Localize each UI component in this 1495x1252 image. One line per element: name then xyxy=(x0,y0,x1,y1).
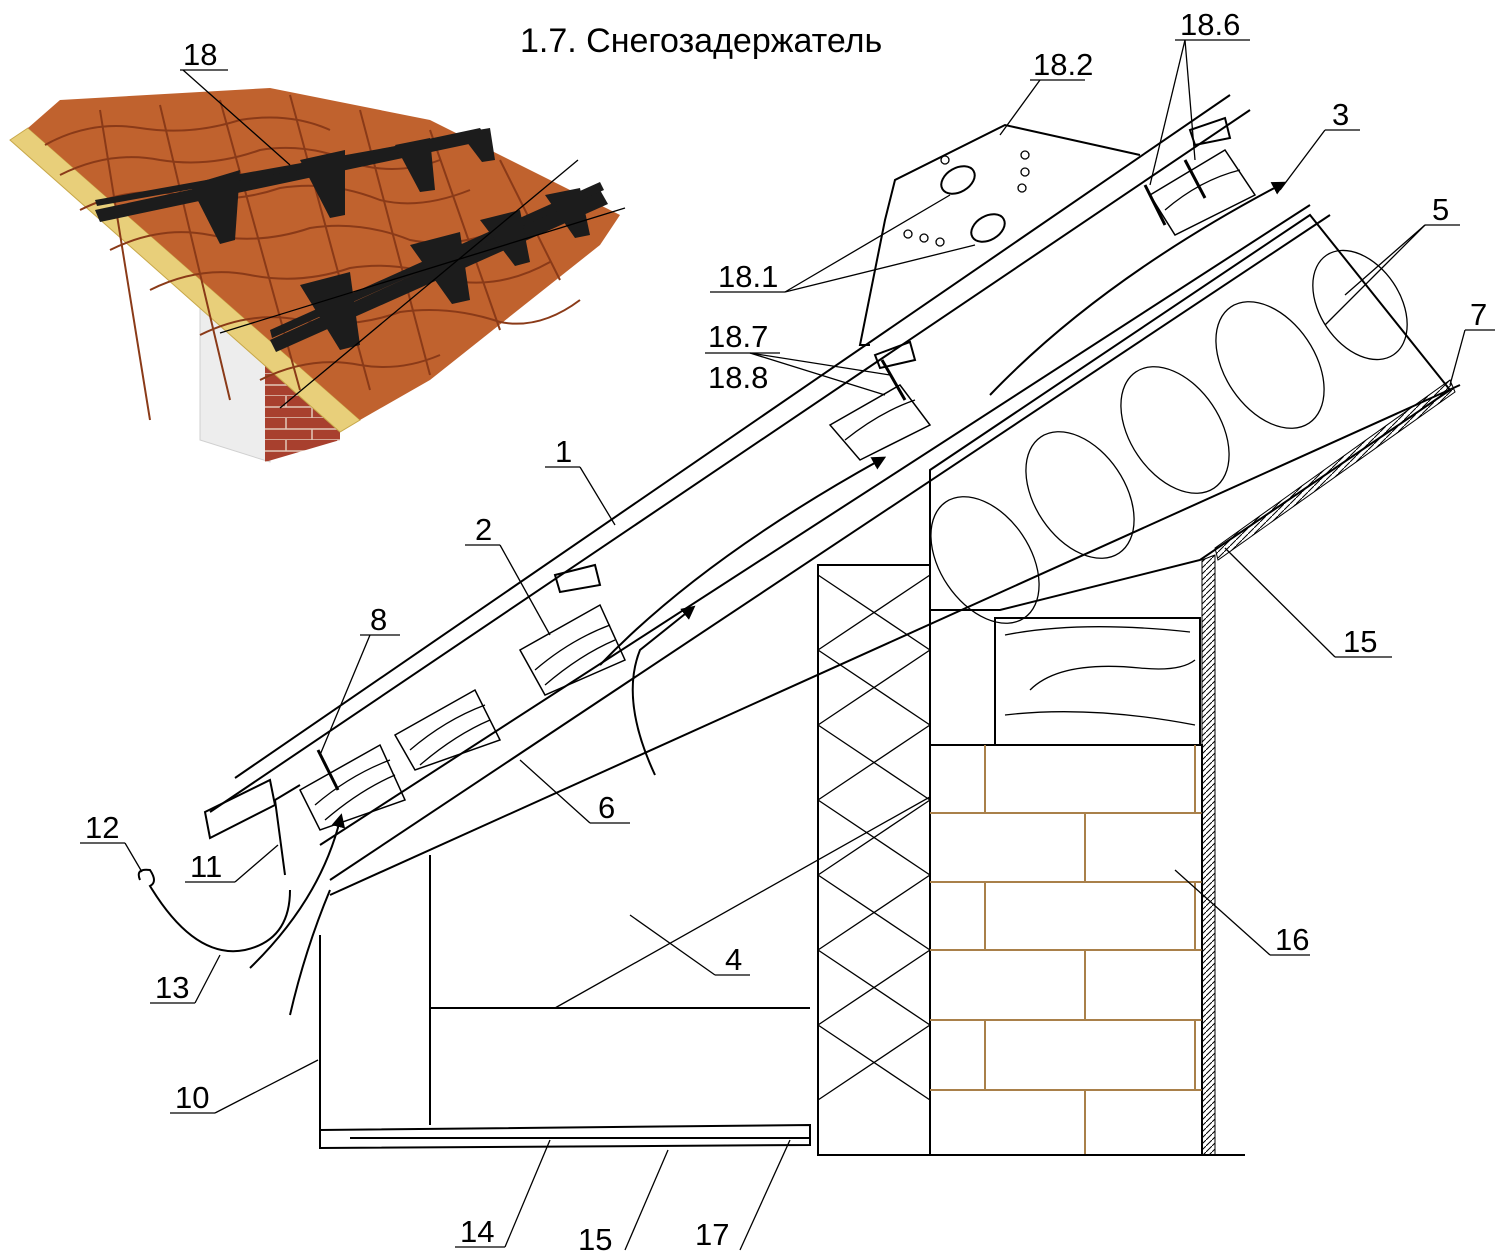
label-11: 11 xyxy=(190,849,222,884)
label-18-2: 18.2 xyxy=(1033,47,1093,82)
roof-section-drawing xyxy=(137,94,1461,1156)
roof-insulation xyxy=(929,213,1452,611)
soffit-board-14 xyxy=(319,1123,811,1150)
tile-step-2 xyxy=(553,563,602,594)
label-18-1: 18.1 xyxy=(718,259,778,294)
label-5: 5 xyxy=(1432,192,1449,227)
leader-17 xyxy=(739,1139,791,1251)
label-15-bottom: 15 xyxy=(578,1222,612,1252)
label-18-8: 18.8 xyxy=(708,360,768,395)
rafter-top xyxy=(319,204,1311,846)
airflow-1 xyxy=(249,813,346,969)
rafter-bottom xyxy=(329,214,1331,881)
roof-photo-illustration xyxy=(9,69,626,463)
label-15-right: 15 xyxy=(1343,624,1377,659)
diagonal-brace xyxy=(554,779,961,1009)
roof-covering-bottom xyxy=(209,109,1251,813)
label-13: 13 xyxy=(155,970,189,1005)
roof-covering-top xyxy=(234,94,1231,779)
label-12: 12 xyxy=(85,810,119,845)
callout-labels: 18 18.2 18.6 3 5 18.1 18.7 18.8 7 1 2 xyxy=(80,7,1495,1252)
label-16: 16 xyxy=(1275,922,1309,957)
gutter-bracket-11 xyxy=(273,784,301,876)
photo-leader-b xyxy=(219,207,626,334)
tile-step-4 xyxy=(1188,116,1232,147)
airflow-2 xyxy=(631,605,696,776)
label-18-6: 18.6 xyxy=(1180,7,1240,42)
photo-leader-18 xyxy=(182,69,291,166)
label-10: 10 xyxy=(175,1080,209,1115)
label-1: 1 xyxy=(555,434,572,469)
tile-step-3 xyxy=(873,340,917,370)
label-2: 2 xyxy=(475,512,492,547)
roof-tiles xyxy=(28,88,620,420)
snow-guard-photo xyxy=(95,128,608,352)
photo-leader-a xyxy=(279,159,579,409)
membrane-6 xyxy=(329,384,1461,896)
airflow-3 xyxy=(599,456,887,666)
page-title: 1.7. Снегозадержатель xyxy=(520,22,882,60)
bracket-hole-1 xyxy=(940,165,976,195)
beam-grain xyxy=(1004,626,1196,726)
wall-insulation xyxy=(817,564,931,1156)
label-18: 18 xyxy=(183,37,217,72)
masonry-joints xyxy=(930,745,1202,1155)
drip-edge xyxy=(289,889,331,1016)
label-7: 7 xyxy=(1470,297,1487,332)
roof-insulation-pattern xyxy=(930,249,1408,624)
batten-grain xyxy=(314,169,1241,821)
label-6: 6 xyxy=(598,790,615,825)
label-3: 3 xyxy=(1332,97,1349,132)
label-17: 17 xyxy=(695,1217,729,1252)
label-14: 14 xyxy=(460,1214,494,1249)
label-8: 8 xyxy=(370,602,387,637)
wall-plate-beam xyxy=(994,617,1201,746)
gutter xyxy=(137,868,291,953)
roof-finish-strip-7 xyxy=(1214,379,1456,561)
bracket-hole-2 xyxy=(970,213,1006,243)
bracket-holes-small xyxy=(903,150,1030,247)
label-4: 4 xyxy=(725,942,742,977)
wall-insulation-pattern xyxy=(817,574,931,1101)
airflow-4 xyxy=(989,181,1287,396)
screws xyxy=(316,159,1207,791)
leader-15-bottom xyxy=(624,1149,669,1251)
outer-finish-strip xyxy=(1201,554,1216,1156)
snow-guard-bracket xyxy=(858,123,1141,346)
label-18-7: 18.7 xyxy=(708,319,768,354)
